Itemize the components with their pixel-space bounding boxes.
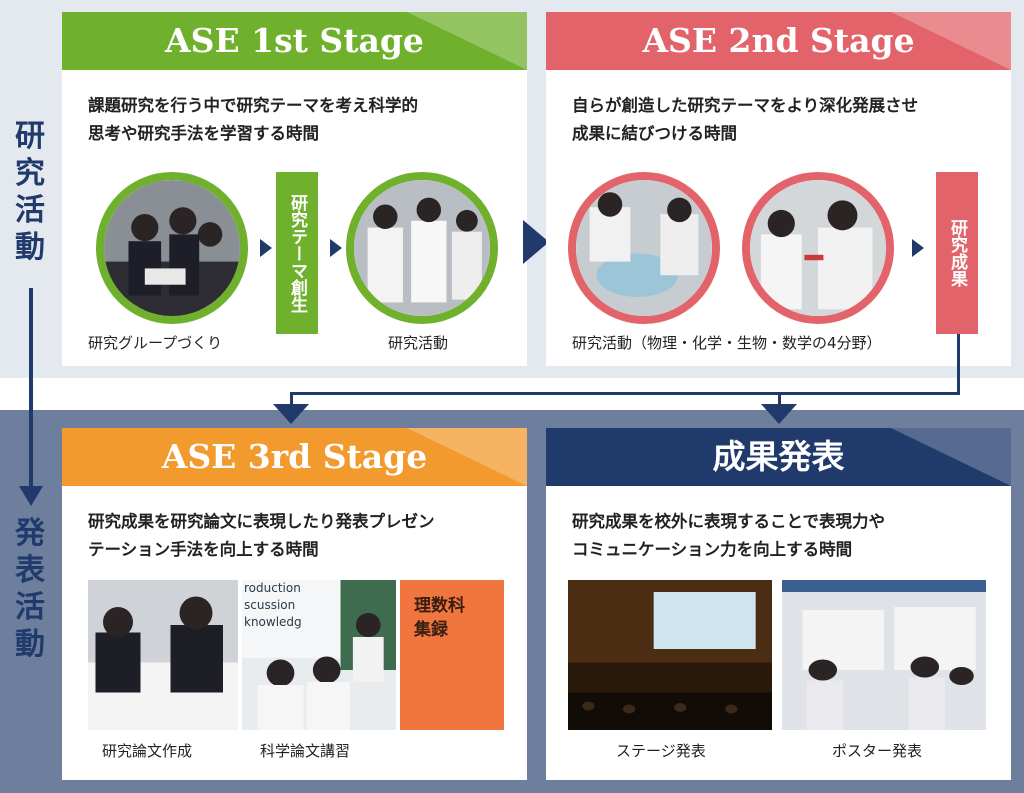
group-forming-photo xyxy=(96,172,248,324)
caption-poster-presentation: ポスター発表 xyxy=(832,742,923,760)
stage1-desc-line2: 思考や研究手法を学習する時間 xyxy=(88,124,319,143)
stage1-title: ASE 1st Stage xyxy=(165,21,424,60)
flow-arrow-line xyxy=(29,288,33,488)
arrow-down-icon xyxy=(761,404,797,424)
stage2-title: ASE 2nd Stage xyxy=(642,21,915,60)
results-desc-line1: 研究成果を校外に表現することで表現力や xyxy=(572,512,886,531)
stage3-desc-line1: 研究成果を研究論文に表現したり発表プレゼン xyxy=(88,512,435,531)
stage3-card: ASE 3rd Stage 研究成果を研究論文に表現したり発表プレゼン テーショ… xyxy=(62,428,527,780)
slide-line1: roduction xyxy=(244,581,301,595)
caption-research-fields: 研究活動（物理・化学・生物・数学の4分野） xyxy=(572,334,882,352)
caption-research-activity: 研究活動 xyxy=(388,334,449,352)
research-theme-box: 研究テーマ創生 xyxy=(276,172,318,334)
presentation-activity-label: 発表活動 xyxy=(15,516,45,662)
stage-presentation-photo xyxy=(568,580,772,730)
stage3-title: ASE 3rd Stage xyxy=(161,437,428,476)
stage1-banner: ASE 1st Stage xyxy=(62,12,527,70)
stage1-desc-line1: 課題研究を行う中で研究テーマを考え科学的 xyxy=(88,96,418,115)
results-banner: 成果発表 xyxy=(546,428,1011,486)
stage2-card: ASE 2nd Stage 自らが創造した研究テーマをより深化発展させ 成果に結… xyxy=(546,12,1011,366)
connector-vertical xyxy=(957,334,960,394)
research-activity-photo-3 xyxy=(742,172,894,324)
slide-line2: scussion xyxy=(244,598,296,612)
stage3-desc-line2: テーション手法を向上する時間 xyxy=(88,540,319,559)
stage-arrow-icon xyxy=(523,220,549,264)
stage1-description: 課題研究を行う中で研究テーマを考え科学的 思考や研究手法を学習する時間 xyxy=(88,92,418,148)
caption-science-lecture: 科学論文講習 xyxy=(260,742,351,760)
research-results-box: 研究成果 xyxy=(936,172,978,334)
arrow-down-icon xyxy=(273,404,309,424)
results-desc-line2: コミュニケーション力を向上する時間 xyxy=(572,540,853,559)
stage1-card: ASE 1st Stage 課題研究を行う中で研究テーマを考え科学的 思考や研究… xyxy=(62,12,527,366)
caption-paper-writing: 研究論文作成 xyxy=(102,742,193,760)
arrow-right-icon xyxy=(260,239,272,257)
stage2-desc-line2: 成果に結びつける時間 xyxy=(572,124,737,143)
research-activity-label: 研究活動 xyxy=(15,119,45,265)
research-activity-photo-2 xyxy=(568,172,720,324)
results-card: 成果発表 研究成果を校外に表現することで表現力や コミュニケーション力を向上する… xyxy=(546,428,1011,780)
flow-arrow-head xyxy=(19,486,43,506)
arrow-right-icon xyxy=(912,239,924,257)
booklet-cover: 理数科 集録 xyxy=(400,580,504,730)
results-title: 成果発表 xyxy=(712,437,845,476)
caption-group-forming: 研究グループづくり xyxy=(88,334,223,352)
results-description: 研究成果を校外に表現することで表現力や コミュニケーション力を向上する時間 xyxy=(572,508,885,564)
arrow-right-icon xyxy=(330,239,342,257)
stage2-banner: ASE 2nd Stage xyxy=(546,12,1011,70)
stage3-banner: ASE 3rd Stage xyxy=(62,428,527,486)
research-activity-photo-1 xyxy=(346,172,498,324)
slide-line3: knowledg xyxy=(244,615,302,629)
lecture-photo: roduction scussion knowledg xyxy=(242,580,396,730)
stage2-description: 自らが創造した研究テーマをより深化発展させ 成果に結びつける時間 xyxy=(572,92,918,148)
booklet-title-line1: 理数科 xyxy=(414,596,465,616)
stage2-desc-line1: 自らが創造した研究テーマをより深化発展させ xyxy=(572,96,919,115)
caption-stage-presentation: ステージ発表 xyxy=(616,742,706,760)
booklet-title-line2: 集録 xyxy=(414,620,448,640)
connector-right-drop xyxy=(778,392,781,406)
connector-horizontal xyxy=(290,392,960,395)
paper-writing-photo xyxy=(88,580,238,730)
poster-presentation-photo xyxy=(782,580,986,730)
stage3-description: 研究成果を研究論文に表現したり発表プレゼン テーション手法を向上する時間 xyxy=(88,508,435,564)
connector-left-drop xyxy=(290,392,293,406)
